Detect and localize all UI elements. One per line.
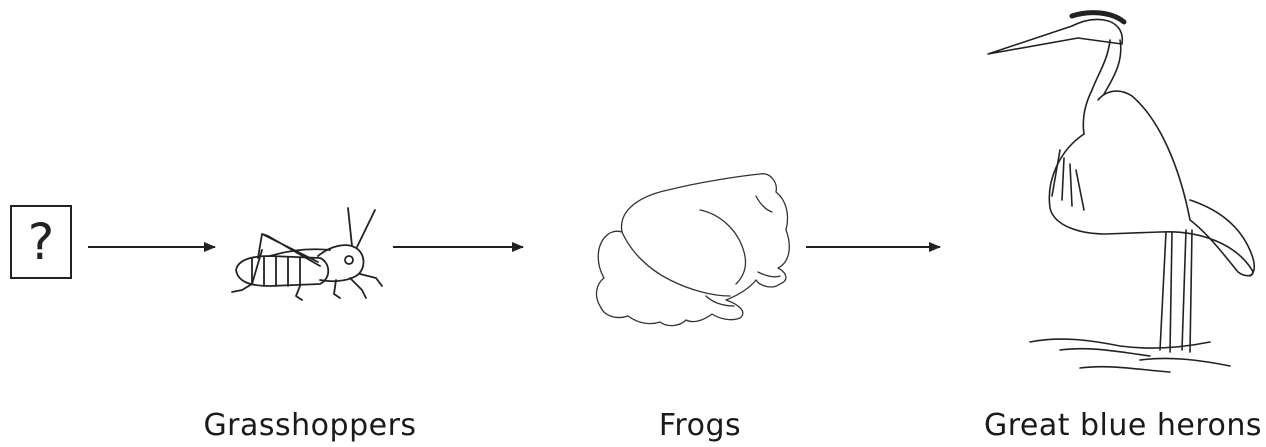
label-frogs: Frogs	[658, 408, 742, 443]
frog-icon	[595, 173, 790, 327]
label-grasshoppers: Grasshoppers	[203, 408, 417, 443]
grasshopper-icon	[231, 207, 383, 301]
heron-icon	[987, 10, 1256, 373]
question-mark: ?	[27, 213, 55, 271]
label-great-blue-herons: Great blue herons	[983, 408, 1263, 443]
unknown-producer-box: ?	[10, 205, 72, 279]
